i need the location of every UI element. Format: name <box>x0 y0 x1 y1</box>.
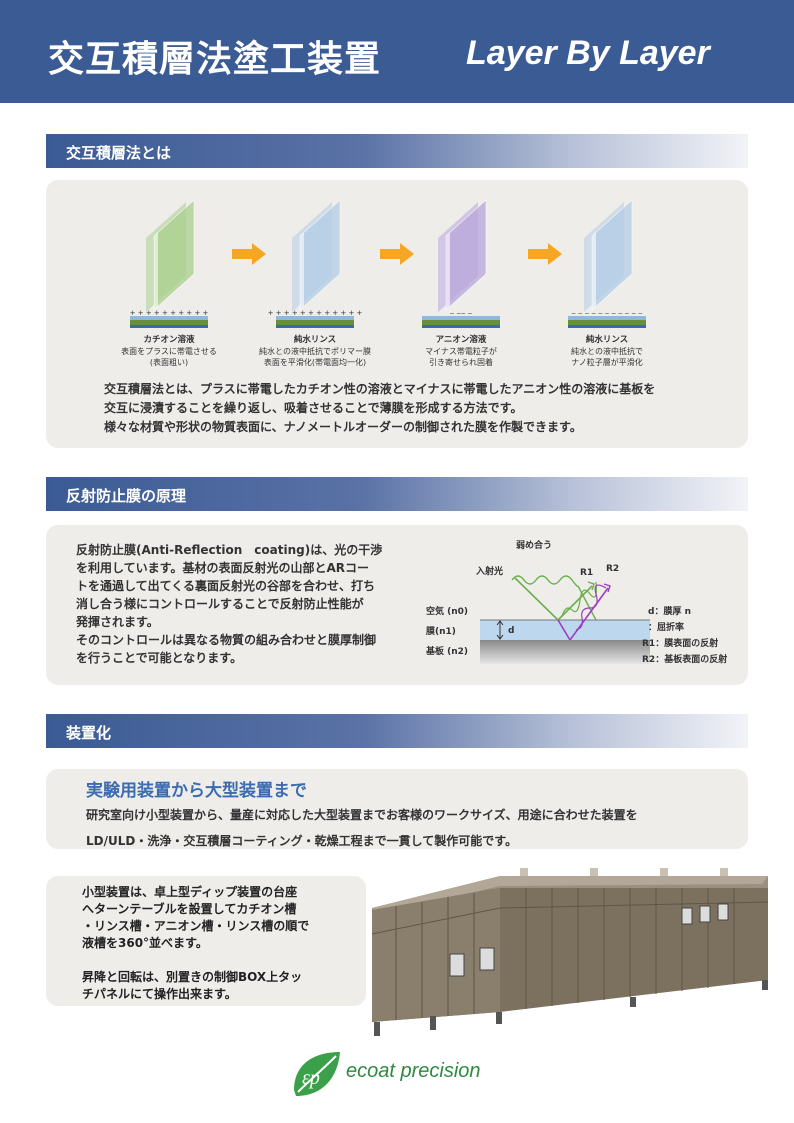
machine-illustration <box>371 868 769 1036</box>
substrate-label: 基板 (n2) <box>426 647 469 657</box>
legend-line: d：膜厚 n <box>648 607 691 617</box>
surface-charge: + + + + + + + + + + + + <box>267 309 363 317</box>
substrate-glass-icon <box>276 199 354 328</box>
description-line: LD/ULD・洗浄・交互積層コーティング・乾燥工程まで一貫して製作可能です。 <box>86 834 518 848</box>
description-line: を行うことで可能となります。 <box>76 651 243 665</box>
legend-line: R2：基板表面の反射 <box>642 655 728 665</box>
description-line: 様々な材質や形状の物質表面に、ナノメートルオーダーの制御された膜を作製できます。 <box>104 420 582 434</box>
r2-label: R2 <box>606 564 620 574</box>
page-header: 交互積層法塗工装置 Layer By Layer <box>0 0 794 103</box>
section-title: 反射防止膜の原理 <box>66 487 187 505</box>
section-header-device: 装置化 <box>46 714 748 748</box>
step-caption: 純水リンス純水との液中抵抗でポリマー膜表面を平滑化(帯電面均一化) <box>259 335 371 367</box>
step-name: 純水リンス <box>585 335 629 345</box>
substrate-layer <box>480 640 650 664</box>
section-title: 交互積層法とは <box>66 144 172 162</box>
lbl-description: 交互積層法とは、プラスに帯電したカチオン性の溶液とマイナスに帯電したアニオン性の… <box>104 380 724 437</box>
description-line: 発揮されます。 <box>76 615 159 629</box>
reflection-diagram-graphic <box>480 575 650 664</box>
process-step: + + + + + + + + + + カチオン溶液表面をプラスに帯電させる(表面… <box>94 190 244 370</box>
ar-description: 反射防止膜(Anti-Reflection coating)は、光の干渉 を利用… <box>76 541 406 667</box>
incident-ray <box>514 577 559 621</box>
device-description: 研究室向け小型装置から、量産に対応した大型装置までお客様のワークサイズ、用途に合… <box>86 802 726 854</box>
step-caption: アニオン溶液マイナス帯電粒子が引き寄せられ固着 <box>425 335 497 367</box>
right-arrow-icon <box>528 243 562 265</box>
description-line: トを通過して出てくる裏面反射光の谷部を合わせ、打ち <box>76 579 376 593</box>
air-label: 空気 (n0) <box>426 607 469 617</box>
brand-name: ecoat precision <box>346 1060 481 1082</box>
description-line: 交互に浸漬することを繰り返し、吸着させることで薄膜を形成する方法です。 <box>104 401 523 415</box>
device-subtitle: 実験用装置から大型装置まで <box>86 781 307 801</box>
surface-charge: ‒ ‒ ‒ ‒ ‒ ‒ ‒ ‒ ‒ ‒ ‒ <box>571 309 643 317</box>
section-header-lbl: 交互積層法とは <box>46 134 748 168</box>
step-caption: カチオン溶液表面をプラスに帯電させる(表面粗い) <box>121 335 217 367</box>
film-label: 膜(n1) <box>426 627 456 637</box>
surface-charge: + + + + + + + + + + <box>129 309 209 317</box>
substrate-glass-icon <box>130 199 208 328</box>
surface-charge: ‒ ‒‒ ‒ <box>449 309 473 317</box>
step-name: 純水リンス <box>293 335 337 345</box>
description-line: そのコントロールは異なる物質の組み合わせと膜厚制御 <box>76 633 377 647</box>
description-line: を利用しています。基材の表面反射光の山部とARコー <box>76 561 369 575</box>
legend-line: ：屈折率 <box>648 623 685 633</box>
substrate-glass-icon <box>422 199 500 328</box>
description-line: 昇降と回転は、別置きの制御BOX上タッ <box>82 970 303 984</box>
description-line: 反射防止膜(Anti-Reflection coating)は、光の干渉 <box>76 543 383 557</box>
machine-image <box>370 862 780 1042</box>
small-device-panel <box>46 876 366 1006</box>
description-line: ・リンス槽・アニオン槽・リンス槽の順で <box>82 919 310 933</box>
process-step: ‒ ‒‒ ‒ アニオン溶液マイナス帯電粒子が引き寄せられ固着 <box>386 190 536 370</box>
reflection-diagram: 弱め合う 入射光 R1 R2 空気 (n0) 膜(n1) 基板 (n2) d d… <box>420 532 740 672</box>
step-caption: 純水リンス純水との液中抵抗でナノ粒子層が平滑化 <box>571 335 643 367</box>
description-line: 小型装置は、卓上型ディップ装置の台座 <box>82 885 298 899</box>
process-step: + + + + + + + + + + + + 純水リンス純水との液中抵抗でポリマ… <box>240 190 390 370</box>
process-step: ‒ ‒ ‒ ‒ ‒ ‒ ‒ ‒ ‒ ‒ ‒ 純水リンス純水との液中抵抗でナノ粒子層… <box>532 190 682 370</box>
description-line: 液槽を360°並べます。 <box>82 936 208 950</box>
page-title-english: Layer By Layer <box>466 34 710 72</box>
description-line: チパネルにて操作出来ます。 <box>82 987 237 1001</box>
step-name: アニオン溶液 <box>435 335 487 345</box>
step-name: カチオン溶液 <box>143 335 195 345</box>
r2-ray <box>569 587 609 641</box>
substrate-glass-icon <box>568 199 646 328</box>
incident-light <box>511 575 597 621</box>
thickness-label: d <box>508 626 515 636</box>
incident-label: 入射光 <box>476 567 504 577</box>
description-line: へターンテーブルを設置してカチオン槽 <box>82 902 297 916</box>
section-title: 装置化 <box>66 724 112 742</box>
interference-label: 弱め合う <box>516 541 553 551</box>
description-line: 研究室向け小型装置から、量産に対応した大型装置までお客様のワークサイズ、用途に合… <box>86 808 638 822</box>
company-logo: εp ecoat precision <box>288 1046 518 1102</box>
r1-label: R1 <box>580 568 594 578</box>
logo-mark: εp <box>302 1067 320 1089</box>
device-panel <box>46 769 748 849</box>
legend-line: R1：膜表面の反射 <box>642 639 719 649</box>
right-arrow-icon <box>232 243 266 265</box>
r1-ray <box>557 585 593 621</box>
film-layer <box>480 620 650 640</box>
small-device-description: 小型装置は、卓上型ディップ装置の台座 へターンテーブルを設置してカチオン槽 ・リ… <box>82 884 344 1003</box>
right-arrow-icon <box>380 243 414 265</box>
page-title: 交互積層法塗工装置 <box>48 39 382 80</box>
section-header-ar: 反射防止膜の原理 <box>46 477 748 511</box>
description-line: 交互積層法とは、プラスに帯電したカチオン性の溶液とマイナスに帯電したアニオン性の… <box>104 382 656 396</box>
description-line: 消し合う様にコントロールすることで反射防止性能が <box>76 597 364 611</box>
leaf-logo-icon: εp <box>294 1052 340 1096</box>
